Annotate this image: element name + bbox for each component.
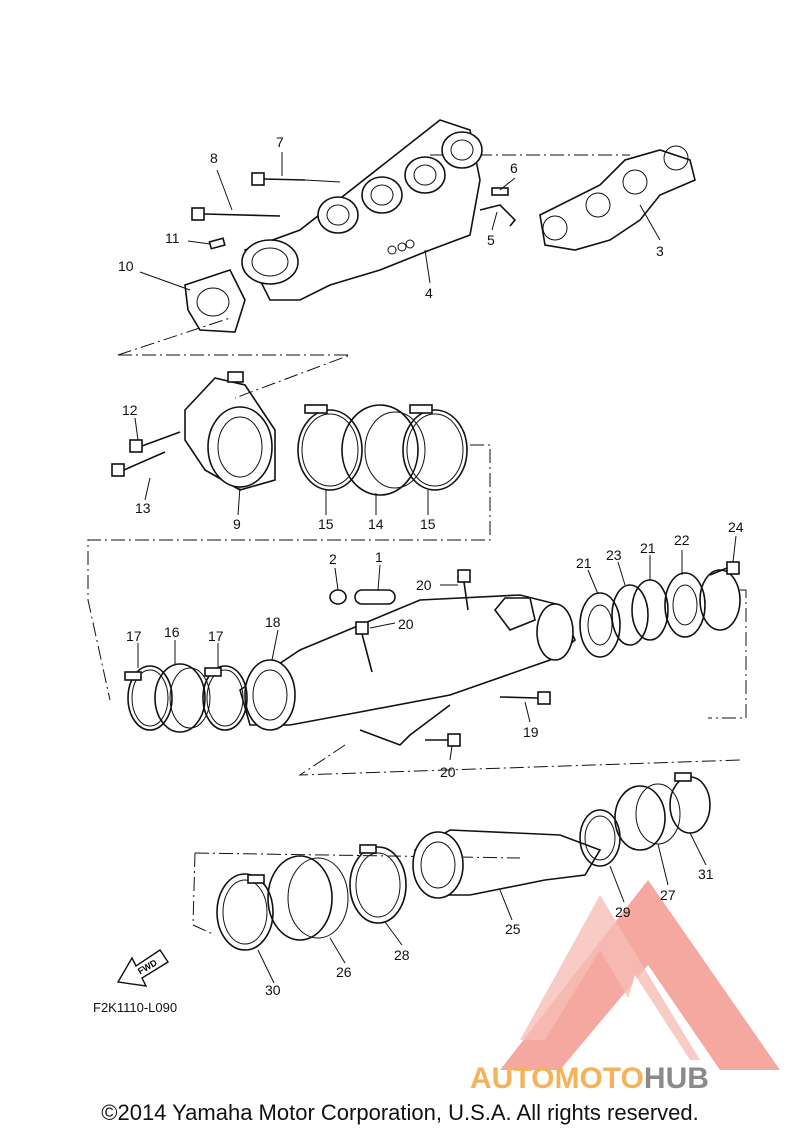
callout-30: 30 (265, 982, 281, 998)
callout-12: 12 (122, 402, 138, 418)
callout-13: 13 (135, 500, 151, 516)
callout-7: 7 (276, 134, 284, 150)
hose-clamps-14-15 (297, 404, 468, 496)
callout-1: 1 (375, 549, 383, 565)
callout-15-right: 15 (420, 516, 436, 532)
callout-27: 27 (660, 887, 676, 903)
callout-31: 31 (698, 866, 714, 882)
dowel-pin-11 (208, 237, 226, 250)
bolt-24 (709, 561, 740, 576)
flange-gaskets-21-22-23 (579, 569, 741, 658)
callout-3: 3 (656, 243, 664, 259)
callout-19: 19 (523, 724, 539, 740)
gasket-10 (184, 269, 246, 333)
pin-6-fitting-5 (479, 187, 517, 227)
callout-20-bottom: 20 (440, 764, 456, 780)
hose-clamps-16-17 (124, 663, 248, 733)
watermark-brand: AUTOMOTOHUB (470, 1062, 709, 1095)
callout-28: 28 (394, 947, 410, 963)
copyright-notice: ©2014 Yamaha Motor Corporation, U.S.A. A… (101, 1100, 699, 1125)
bolt-13 (111, 451, 166, 477)
callout-29: 29 (615, 904, 631, 920)
hoses-clamps-26-31 (216, 772, 711, 951)
exhaust-joint-9 (184, 371, 276, 491)
callout-24: 24 (728, 519, 744, 535)
hose-1-clip-2 (329, 589, 396, 605)
callout-10: 10 (118, 258, 134, 274)
callout-21-left: 21 (576, 555, 592, 571)
exhaust-pipe-18 (239, 594, 576, 746)
callout-11: 11 (165, 230, 180, 246)
bolt-8 (191, 207, 281, 221)
figure-code: F2K1110-L090 (93, 1000, 177, 1015)
bolt-12 (129, 431, 181, 453)
callout-17-left: 17 (126, 628, 142, 644)
brand-hub-text: HUB (644, 1062, 709, 1095)
callout-9: 9 (233, 516, 241, 532)
callout-labels: 7 8 6 5 3 4 11 10 12 13 9 15 14 15 2 1 2… (118, 134, 744, 998)
leader-lines (134, 152, 737, 984)
svg-text:AUTOMOTOHUB: AUTOMOTOHUB (470, 1062, 709, 1095)
bolt-19 (499, 691, 551, 705)
bolts-20 (355, 569, 471, 747)
callout-4: 4 (425, 285, 433, 301)
watermark-logo-icon (500, 880, 780, 1070)
callout-20-top: 20 (416, 577, 432, 593)
callout-15-left: 15 (318, 516, 334, 532)
callout-26: 26 (336, 964, 352, 980)
brand-auto-text: AUTOMOTO (470, 1062, 644, 1095)
bolt-7 (251, 172, 341, 186)
callout-18: 18 (265, 614, 281, 630)
callout-21-right: 21 (640, 540, 656, 556)
callout-23: 23 (606, 547, 622, 563)
exhaust-manifold (241, 119, 483, 301)
callout-5: 5 (487, 232, 495, 248)
callout-2: 2 (329, 551, 337, 567)
callout-22: 22 (674, 532, 690, 548)
callout-14: 14 (368, 516, 384, 532)
manifold-gasket (539, 145, 696, 251)
callout-20-mid: 20 (398, 616, 414, 632)
callout-16: 16 (164, 624, 180, 640)
callout-17-right: 17 (208, 628, 224, 644)
callout-8: 8 (210, 150, 218, 166)
callout-6: 6 (510, 160, 518, 176)
fwd-arrow-icon: FWD (116, 949, 169, 987)
callout-25: 25 (505, 921, 521, 937)
exhaust-hose-25 (412, 829, 602, 899)
